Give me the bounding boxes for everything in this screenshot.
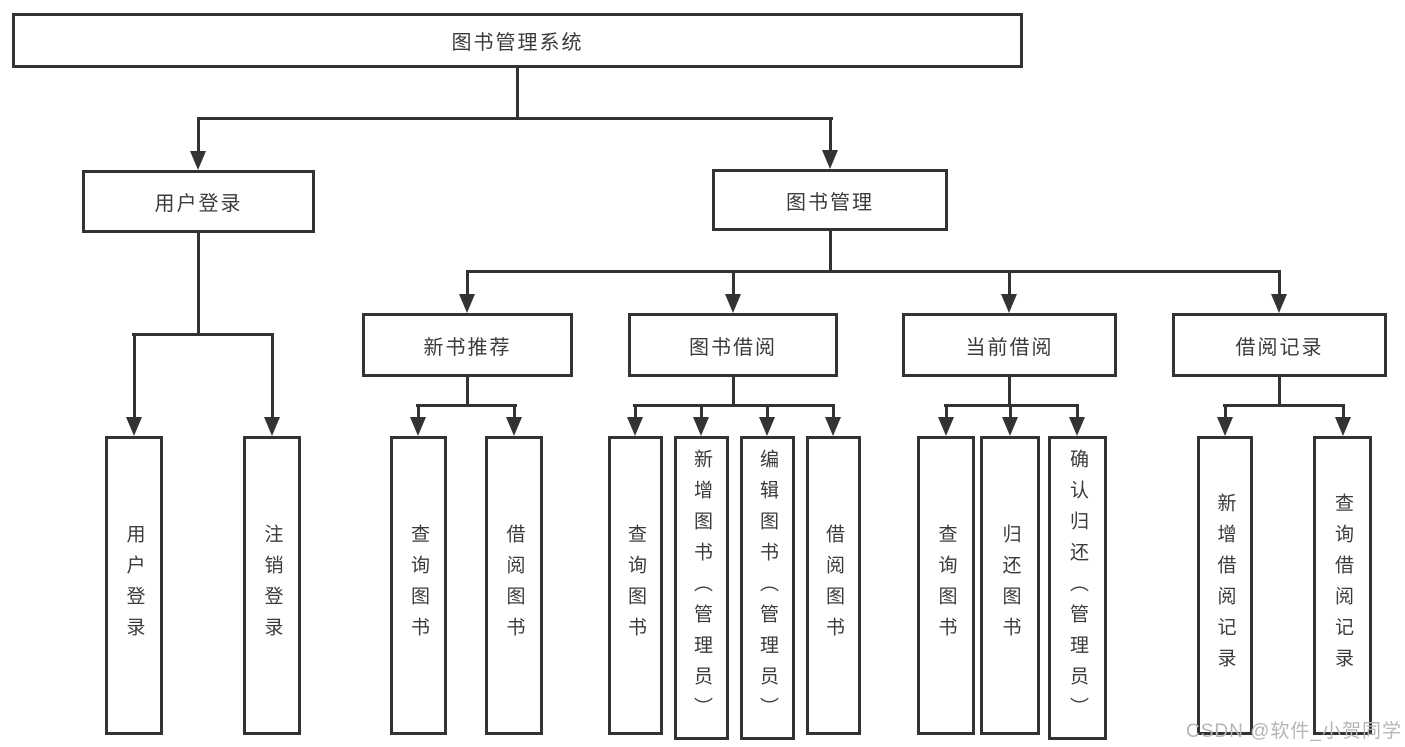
- node-current-borrow: 当前借阅: [902, 313, 1117, 377]
- node-root-label: 图书管理系统: [451, 32, 584, 54]
- arrowhead-cb-confirm-return: [1069, 417, 1085, 436]
- arrowhead-bb-query-book: [627, 417, 643, 436]
- leaf-bb-add-book-admin: 新增图书（管理员）: [674, 436, 729, 740]
- arrowhead-br-query-record: [1335, 417, 1351, 436]
- connector-bookmgmt-shaft-1: [466, 270, 469, 296]
- leaf-nbr-query-book: 查询图书: [390, 436, 447, 735]
- connector-borrowrecords-shaft-2: [1342, 404, 1345, 419]
- leaf-logout: 注销登录: [243, 436, 301, 735]
- node-book-borrow: 图书借阅: [628, 313, 838, 377]
- arrowhead-bb-borrow-book: [825, 417, 841, 436]
- connector-newbookrec-drop: [466, 377, 469, 406]
- node-borrow-records: 借阅记录: [1172, 313, 1387, 377]
- leaf-cb-return-book-label: 归还图书: [999, 523, 1021, 648]
- leaf-br-query-record: 查询借阅记录: [1313, 436, 1372, 735]
- arrowhead-book-mgmt: [822, 150, 838, 169]
- connector-bookmgmt-hline: [466, 270, 1281, 273]
- connector-borrowrecords-drop: [1278, 377, 1281, 406]
- leaf-nbr-borrow-book-label: 借阅图书: [503, 523, 525, 648]
- connector-currentborrow-shaft-2: [1009, 404, 1012, 419]
- csdn-watermark: CSDN @软件_小贺同学: [1186, 721, 1402, 742]
- node-book-borrow-label: 图书借阅: [689, 336, 777, 359]
- arrowhead-current-borrow: [1001, 294, 1017, 313]
- leaf-bb-edit-book-admin: 编辑图书（管理员）: [740, 436, 795, 740]
- connector-borrowrecords-shaft-1: [1224, 404, 1227, 419]
- node-borrow-records-label: 借阅记录: [1235, 336, 1324, 359]
- connector-newbookrec-hline: [416, 404, 517, 407]
- arrowhead-bb-add-book: [693, 417, 709, 436]
- node-root: 图书管理系统: [12, 13, 1023, 68]
- leaf-bb-borrow-book-label: 借阅图书: [823, 523, 844, 648]
- connector-newbookrec-shaft-1: [417, 404, 420, 419]
- connector-root-shaft-left: [197, 117, 200, 155]
- leaf-bb-query-book: 查询图书: [608, 436, 663, 735]
- leaf-cb-query-book-label: 查询图书: [935, 523, 957, 648]
- arrowhead-leaf-user-login: [126, 417, 142, 436]
- arrowhead-cb-query-book: [938, 417, 954, 436]
- arrowhead-br-add-record: [1217, 417, 1233, 436]
- leaf-cb-query-book: 查询图书: [917, 436, 975, 735]
- connector-bookborrow-shaft-4: [832, 404, 835, 419]
- node-new-book-rec-label: 新书推荐: [423, 336, 512, 359]
- node-user-login-branch: 用户登录: [82, 170, 315, 233]
- leaf-bb-query-book-label: 查询图书: [625, 523, 646, 648]
- node-current-borrow-label: 当前借阅: [965, 336, 1054, 359]
- node-book-mgmt-branch-label: 图书管理: [786, 191, 874, 214]
- connector-bookborrow-shaft-2: [700, 404, 703, 419]
- connector-bookborrow-drop: [732, 377, 735, 406]
- leaf-cb-return-book: 归还图书: [980, 436, 1040, 735]
- leaf-cb-confirm-return-admin-label: 确认归还（管理员）: [1067, 448, 1088, 728]
- arrowhead-user-login: [190, 151, 206, 170]
- leaf-user-login-label: 用户登录: [123, 523, 145, 648]
- connector-currentborrow-shaft-1: [945, 404, 948, 419]
- arrowhead-nbr-borrow-book: [506, 417, 522, 436]
- connector-bookmgmt-drop: [829, 231, 832, 272]
- leaf-nbr-borrow-book: 借阅图书: [485, 436, 543, 735]
- leaf-br-add-record: 新增借阅记录: [1197, 436, 1253, 735]
- connector-root-hline: [197, 117, 833, 120]
- arrowhead-cb-return-book: [1002, 417, 1018, 436]
- arrowhead-bb-edit-book: [759, 417, 775, 436]
- connector-userlogin-shaft-2: [271, 333, 274, 419]
- arrowhead-book-borrow: [725, 294, 741, 313]
- leaf-bb-edit-book-admin-label: 编辑图书（管理员）: [757, 448, 778, 728]
- connector-bookmgmt-shaft-4: [1278, 270, 1281, 296]
- leaf-br-query-record-label: 查询借阅记录: [1332, 492, 1353, 679]
- connector-newbookrec-shaft-2: [513, 404, 516, 419]
- connector-root-drop: [516, 68, 519, 119]
- connector-userlogin-drop: [197, 233, 200, 335]
- arrowhead-nbr-query-book: [410, 417, 426, 436]
- connector-root-shaft-right: [829, 117, 832, 154]
- node-user-login-branch-label: 用户登录: [154, 193, 243, 215]
- connector-currentborrow-shaft-3: [1076, 404, 1079, 419]
- connector-bookborrow-shaft-1: [634, 404, 637, 419]
- connector-bookmgmt-shaft-2: [732, 270, 735, 296]
- leaf-br-add-record-label: 新增借阅记录: [1214, 492, 1236, 679]
- leaf-bb-add-book-admin-label: 新增图书（管理员）: [691, 448, 712, 728]
- connector-bookborrow-hline: [633, 404, 835, 407]
- node-book-mgmt-branch: 图书管理: [712, 169, 948, 231]
- connector-userlogin-hline: [132, 333, 274, 336]
- leaf-cb-confirm-return-admin: 确认归还（管理员）: [1048, 436, 1107, 740]
- arrowhead-leaf-logout: [264, 417, 280, 436]
- leaf-logout-label: 注销登录: [261, 523, 283, 648]
- connector-userlogin-shaft-1: [133, 333, 136, 419]
- leaf-user-login: 用户登录: [105, 436, 163, 735]
- connector-bookborrow-shaft-3: [766, 404, 769, 419]
- node-new-book-rec: 新书推荐: [362, 313, 573, 377]
- connector-bookmgmt-shaft-3: [1008, 270, 1011, 296]
- leaf-nbr-query-book-label: 查询图书: [408, 523, 429, 648]
- connector-currentborrow-drop: [1008, 377, 1011, 406]
- connector-borrowrecords-hline: [1223, 404, 1345, 407]
- leaf-bb-borrow-book: 借阅图书: [806, 436, 861, 735]
- arrowhead-new-book-rec: [459, 294, 475, 313]
- arrowhead-borrow-records: [1271, 294, 1287, 313]
